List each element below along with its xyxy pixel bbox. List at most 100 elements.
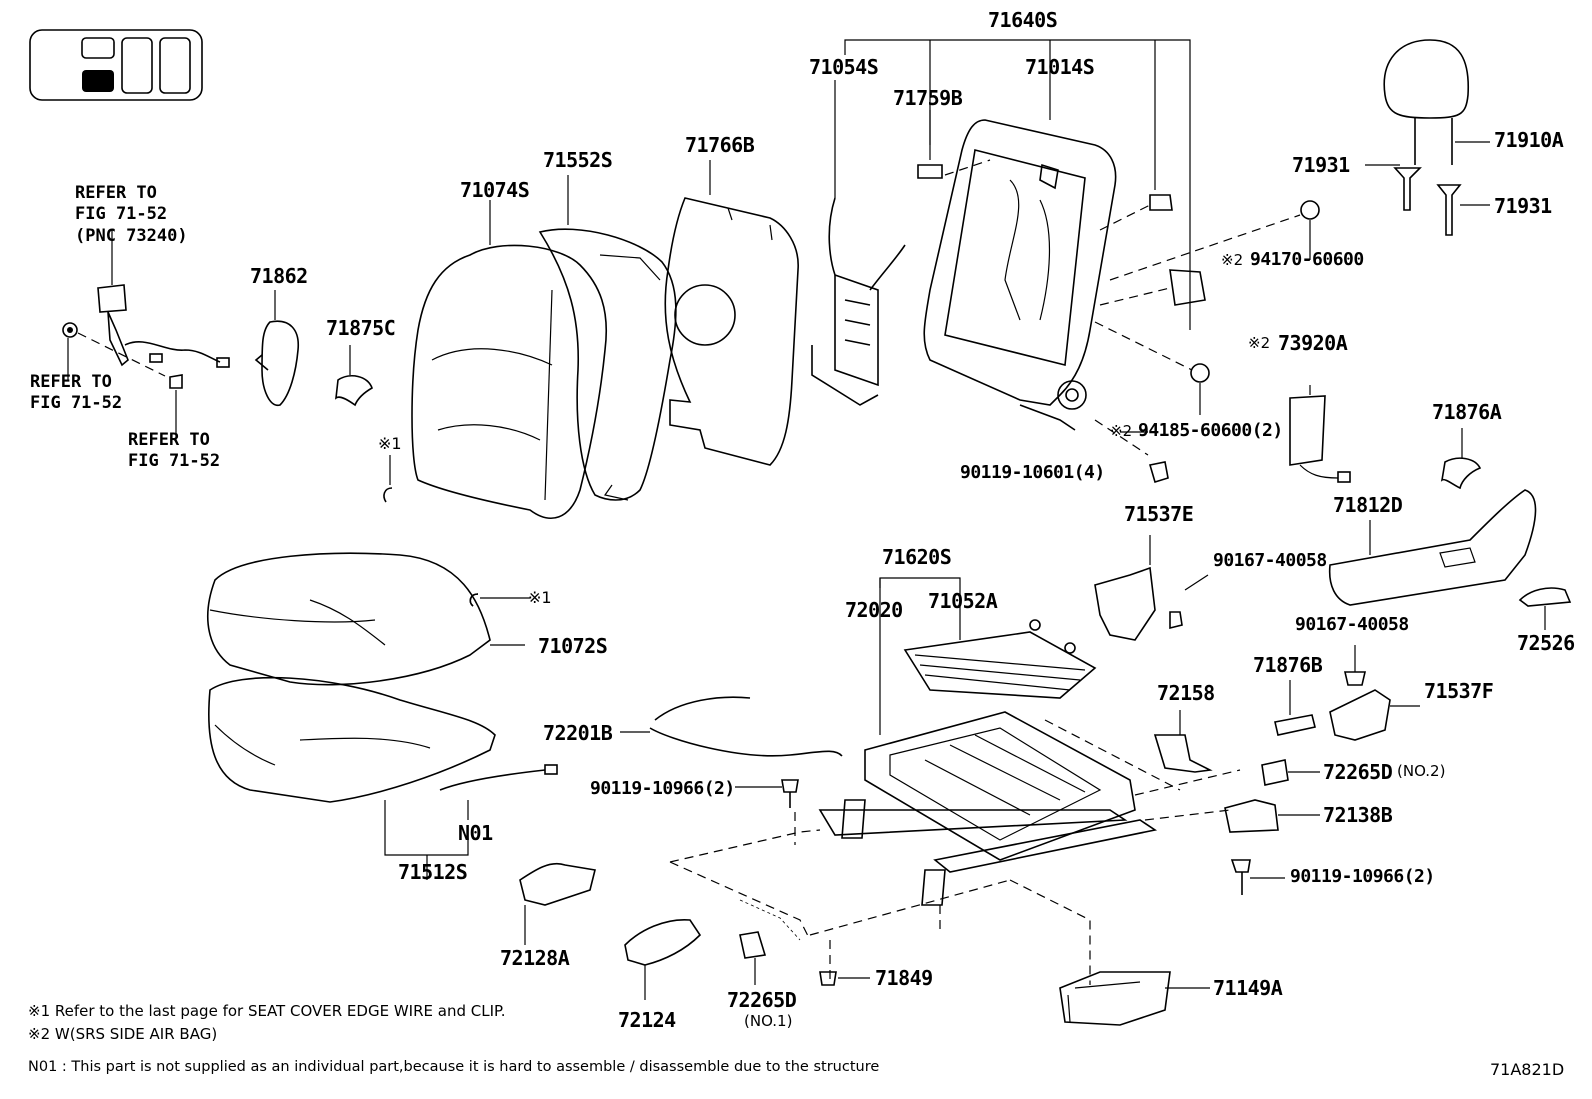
seat-shield-71812D (1328, 489, 1537, 606)
seatbelt-buckle-icon (62, 230, 230, 440)
footnote-n01: N01 : This part is not supplied as an in… (28, 1059, 880, 1075)
label-71931-bottom: 71931 (1494, 194, 1552, 218)
mark-x2-73920A: ※2 (1248, 334, 1271, 352)
bolt-90119-10966-left (735, 779, 799, 808)
bracket-71620S (879, 577, 961, 735)
headrest-guide-71931 (1365, 164, 1490, 236)
edge-wire-clip-icon (383, 455, 393, 503)
mark-x2-94185: ※2 (1110, 422, 1133, 440)
label-71876A: 71876A (1432, 400, 1502, 424)
label-90167-40058-right: 90167-40058 (1295, 614, 1409, 635)
label-71052A: 71052A (928, 589, 998, 613)
mark-x1-cushion: ※1 (528, 588, 552, 607)
reference-line: FIG 71-52 (30, 393, 123, 414)
label-71014S: 71014S (1025, 55, 1095, 79)
clip-71876A (1440, 428, 1482, 490)
label-72128A: 72128A (500, 946, 570, 970)
seatback-pad-71552S (538, 175, 677, 501)
reference-line: FIG 71-52 (128, 451, 221, 472)
lever-knob-72526 (1518, 587, 1572, 630)
label-71849: 71849 (875, 966, 933, 990)
seat-position-locator-icon (29, 29, 203, 101)
headrest-71910A (1383, 39, 1490, 165)
bracket-71640S (844, 39, 1191, 330)
label-71812D: 71812D (1333, 493, 1403, 517)
label-72020: 72020 (845, 598, 903, 622)
label-72265D-no2: 72265D (1323, 760, 1393, 784)
clip-71876B (1274, 680, 1316, 736)
label-71537F: 71537F (1424, 679, 1494, 703)
bracket-72138B (1224, 799, 1320, 833)
figure-code: 71A821D (1490, 1060, 1565, 1079)
label-90119-10966-left: 90119-10966(2) (590, 778, 735, 799)
mark-x1-seatback: ※1 (378, 434, 402, 453)
label-94170-60600: 94170-60600 (1250, 249, 1364, 270)
label-90167-40058-top: 90167-40058 (1213, 550, 1327, 571)
footnote-2: ※2 W(SRS SIDE AIR BAG) (28, 1025, 218, 1043)
clip-71875C (335, 345, 373, 407)
label-71876B: 71876B (1253, 653, 1323, 677)
reference-fig-71-52-mid: REFER TO FIG 71-52 (128, 430, 220, 473)
wire-frame-71054S (811, 80, 906, 406)
back-board-71766B (664, 160, 799, 466)
label-71054S: 71054S (809, 55, 879, 79)
edge-wire-clip-icon-2 (469, 593, 479, 607)
bushing-icon (1094, 194, 1320, 484)
bracket-72158 (1153, 710, 1213, 773)
label-71149A: 71149A (1213, 976, 1283, 1000)
label-71552S: 71552S (543, 148, 613, 172)
label-72201B: 72201B (543, 721, 613, 745)
bracket-71537E (1094, 535, 1209, 641)
label-71072S: 71072S (538, 634, 608, 658)
label-71620S: 71620S (882, 545, 952, 569)
label-72265D-no1: 72265D (727, 988, 797, 1012)
seat-cushion-cover-71072S (207, 552, 530, 686)
reference-line: REFER TO (30, 372, 112, 392)
label-90119-10966-right: 90119-10966(2) (1290, 866, 1435, 887)
label-72158: 72158 (1157, 681, 1215, 705)
reference-line: REFER TO (128, 430, 210, 450)
shield-cover-71862 (254, 290, 299, 406)
bracket-71537F (1329, 689, 1420, 741)
seat-cushion-pad-71512S (207, 676, 558, 880)
label-N01: N01 (458, 821, 493, 845)
pad-72128A (519, 862, 596, 945)
wire-72201B (620, 696, 843, 757)
bolt-90119-10966-right (1230, 859, 1285, 895)
reference-fig-71-52-pnc-73240: REFER TO FIG 71-52 (PNC 73240) (75, 183, 188, 247)
label-71537E: 71537E (1124, 502, 1194, 526)
cover-71149A (1059, 971, 1210, 1026)
clip-72265D-no2 (1261, 759, 1320, 786)
label-72265D-no1-suffix: (NO.1) (744, 1012, 793, 1030)
label-71910A: 71910A (1494, 128, 1564, 152)
seat-frame-72020 (818, 711, 1158, 906)
reference-line: REFER TO (75, 183, 157, 203)
label-72138B: 72138B (1323, 803, 1393, 827)
label-71640S: 71640S (988, 8, 1058, 32)
clip-72265D-no1 (739, 931, 767, 985)
label-71931-top: 71931 (1292, 153, 1350, 177)
label-71759B: 71759B (893, 86, 963, 110)
label-72124: 72124 (618, 1008, 676, 1032)
seatback-cover-71074S (411, 200, 608, 519)
reference-line: (PNC 73240) (75, 225, 188, 246)
seatback-frame-71014S (923, 119, 1117, 431)
spring-mat-71052A (903, 619, 1097, 699)
bolt-90167-40058-right (1343, 645, 1367, 686)
label-71512S: 71512S (398, 860, 468, 884)
clip-71759B (917, 110, 991, 179)
label-72265D-no2-suffix: (NO.2) (1397, 762, 1446, 780)
side-airbag-module-73920A (1289, 385, 1351, 483)
assembly-guide-lines (669, 719, 1241, 985)
mark-x2-94170: ※2 (1221, 251, 1244, 269)
label-71766B: 71766B (685, 133, 755, 157)
reference-line: FIG 71-52 (75, 204, 168, 225)
pad-72124 (624, 919, 702, 1000)
label-71875C: 71875C (326, 316, 396, 340)
label-94185-60600: 94185-60600(2) (1138, 420, 1283, 441)
label-90119-10601: 90119-10601(4) (960, 462, 1105, 483)
label-72526: 72526 (1517, 631, 1575, 655)
footnote-1: ※1 Refer to the last page for SEAT COVER… (28, 1002, 506, 1020)
label-73920A: 73920A (1278, 331, 1348, 355)
